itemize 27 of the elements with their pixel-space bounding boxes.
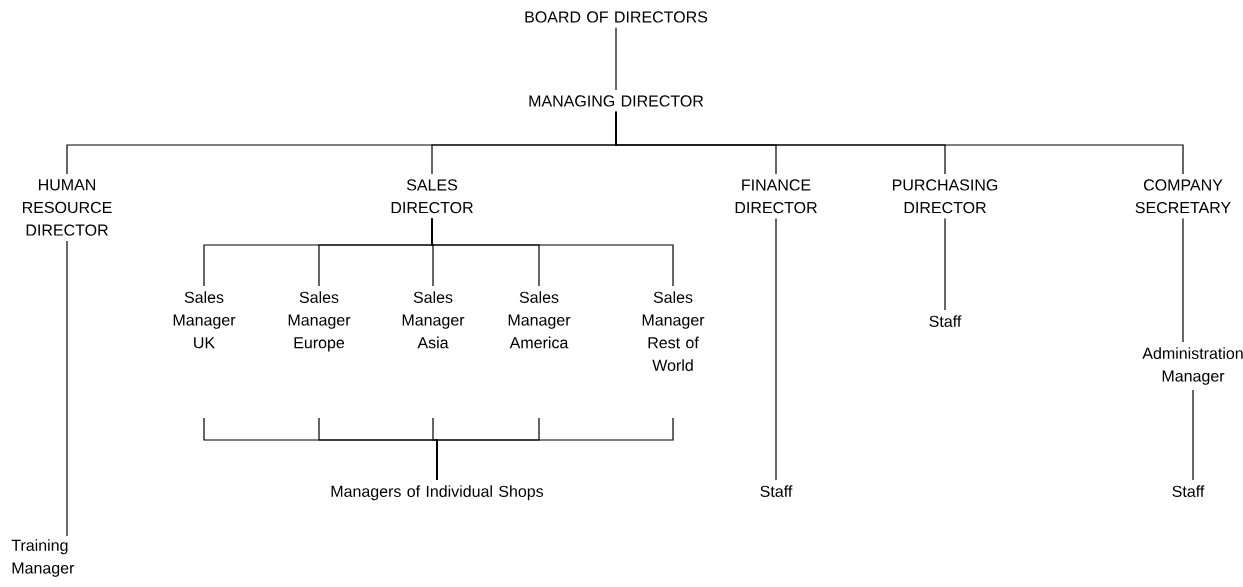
org-label: PURCHASING DIRECTOR [893, 179, 998, 214]
org-label: BOARD OF DIRECTORS [525, 11, 708, 23]
org-label: MANAGING DIRECTOR [529, 95, 704, 107]
connector-line [431, 217, 674, 287]
connector-line [944, 217, 946, 311]
org-label: HUMAN RESOURCE DIRECTOR [23, 179, 112, 236]
org-label: Sales Manager Europe [288, 291, 351, 352]
org-label: FINANCE DIRECTOR [735, 179, 817, 214]
connector-line [615, 27, 617, 91]
org-label: Sales Manager America [508, 291, 571, 349]
connector-line [436, 417, 674, 481]
connector-line [1192, 389, 1194, 481]
org-label: Staff [1172, 485, 1205, 497]
connector-line [615, 111, 1184, 175]
org-label: Administration Manager [1142, 347, 1243, 385]
org-label: Staff [760, 485, 793, 497]
connector-line [66, 240, 68, 537]
connector-line [775, 217, 777, 481]
org-label: Sales Manager Rest of World [642, 291, 705, 371]
org-label: Managers of Individual Shops [331, 485, 544, 501]
org-label: Staff [929, 315, 962, 327]
org-label: Sales Manager UK [173, 291, 236, 349]
org-label: Training Manager [11, 539, 75, 577]
org-label: Sales Manager Asia [402, 291, 465, 349]
org-label: COMPANY SECRETARY [1135, 179, 1231, 214]
org-label: SALES DIRECTOR [391, 179, 473, 214]
connector-line [1182, 217, 1184, 343]
